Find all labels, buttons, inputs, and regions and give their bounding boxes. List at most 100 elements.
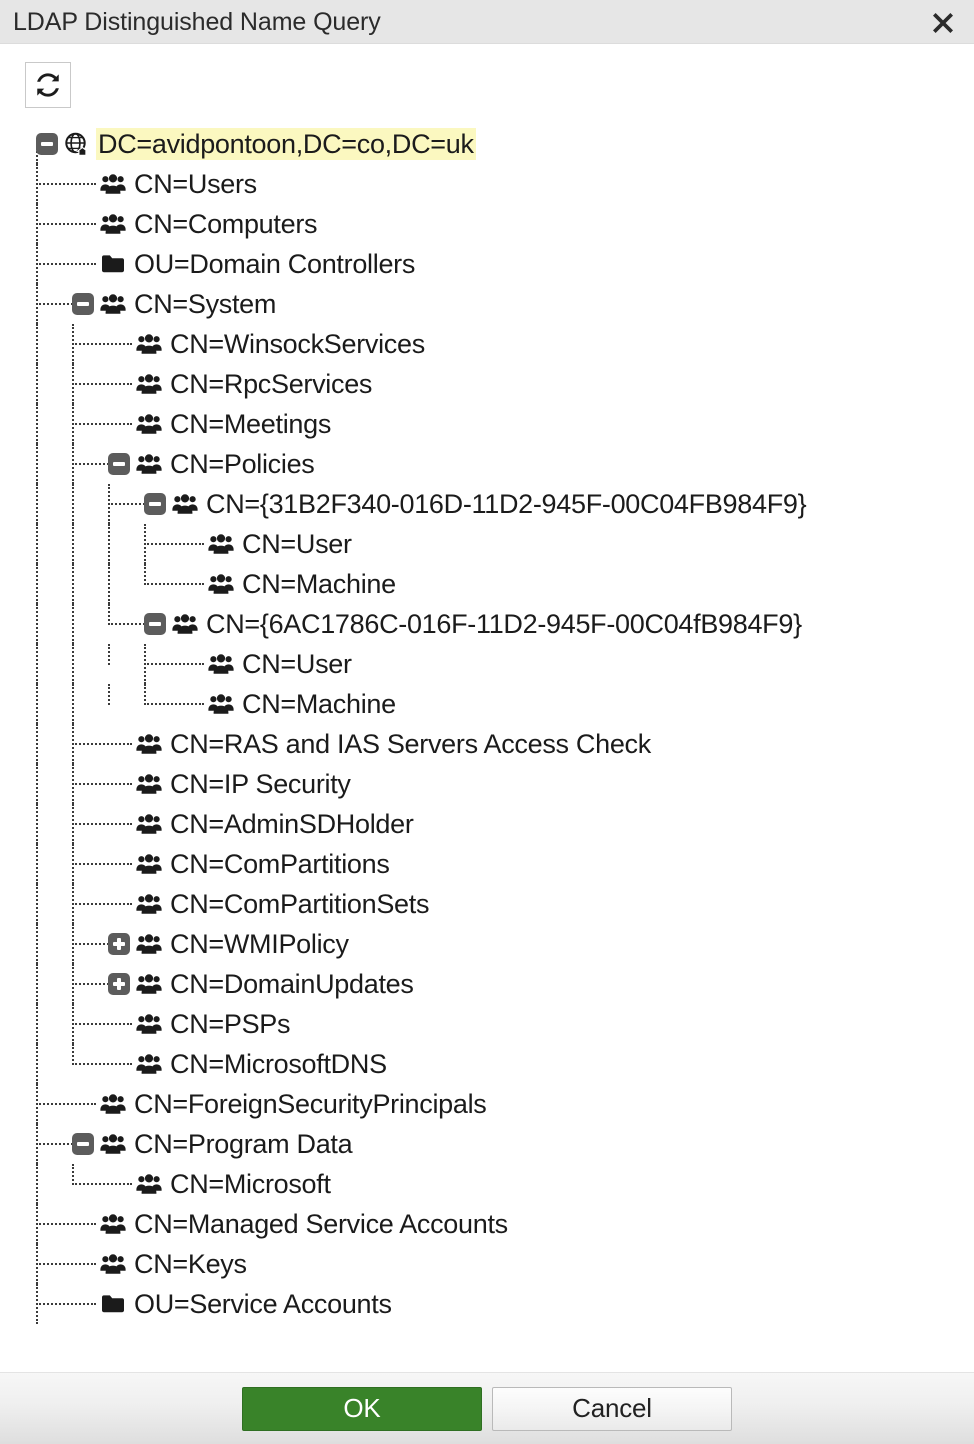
tree-indent (28, 964, 112, 1004)
tree-node-label[interactable]: CN=ComPartitions (170, 849, 390, 879)
tree-node-label[interactable]: CN=RAS and IAS Servers Access Check (170, 729, 651, 759)
tree-node-label[interactable]: CN=Machine (242, 689, 396, 719)
tree-node[interactable]: CN={6AC1786C-016F-11D2-945F-00C04fB984F9… (28, 604, 974, 644)
tree-indent (28, 204, 96, 244)
collapse-toggle-icon[interactable] (144, 613, 166, 635)
tree-node[interactable]: CN=MicrosoftDNS (28, 1044, 974, 1084)
tree-node[interactable]: CN=User (28, 644, 974, 684)
tree-node[interactable]: CN=PSPs (28, 1004, 974, 1044)
tree-node-label[interactable]: CN=Program Data (134, 1129, 353, 1159)
tree-node-label[interactable]: CN=Managed Service Accounts (134, 1209, 508, 1239)
tree-node[interactable]: CN=User (28, 524, 974, 564)
tree-indent (28, 804, 132, 844)
tree-node[interactable]: OU=Service Accounts (28, 1284, 974, 1324)
tree-node[interactable]: DC=avidpontoon,DC=co,DC=uk (28, 124, 974, 164)
tree-guide-line (72, 484, 74, 524)
tree-node[interactable]: OU=Domain Controllers (28, 244, 974, 284)
tree-node-label[interactable]: CN=ForeignSecurityPrincipals (134, 1089, 487, 1119)
tree-node-label[interactable]: CN=Keys (134, 1249, 247, 1279)
ok-button[interactable]: OK (242, 1386, 482, 1431)
tree-guide-line (108, 684, 110, 705)
folder-icon (100, 1292, 126, 1316)
tree-elbow-line (72, 783, 132, 785)
tree-node-label[interactable]: DC=avidpontoon,DC=co,DC=uk (96, 128, 476, 160)
tree-node-label[interactable]: CN=DomainUpdates (170, 969, 414, 999)
tree-node[interactable]: CN=Computers (28, 204, 974, 244)
tree-node[interactable]: CN=IP Security (28, 764, 974, 804)
tree-indent (28, 564, 204, 604)
tree-guide-line (36, 1004, 38, 1044)
collapse-toggle-icon[interactable] (72, 1133, 94, 1155)
tree-node[interactable]: CN=Users (28, 164, 974, 204)
tree-node-label[interactable]: CN=Machine (242, 569, 396, 599)
tree-elbow-line (36, 1263, 96, 1265)
tree-elbow-line (72, 863, 132, 865)
users-icon (208, 652, 234, 676)
collapse-toggle-icon[interactable] (36, 133, 58, 155)
tree-node[interactable]: CN=ComPartitionSets (28, 884, 974, 924)
tree-node[interactable]: CN=WinsockServices (28, 324, 974, 364)
tree-node[interactable]: CN={31B2F340-016D-11D2-945F-00C04FB984F9… (28, 484, 974, 524)
tree-node[interactable]: CN=ComPartitions (28, 844, 974, 884)
folder-icon (100, 252, 126, 276)
tree-node-label[interactable]: CN=WMIPolicy (170, 929, 349, 959)
collapse-toggle-icon[interactable] (144, 493, 166, 515)
tree-node[interactable]: CN=AdminSDHolder (28, 804, 974, 844)
tree-node[interactable]: CN=Program Data (28, 1124, 974, 1164)
tree-indent (28, 1044, 132, 1084)
tree-node-label[interactable]: CN=User (242, 649, 352, 679)
collapse-toggle-icon[interactable] (72, 293, 94, 315)
tree-node-label[interactable]: CN=AdminSDHolder (170, 809, 414, 839)
tree-guide-line (36, 644, 38, 684)
tree-node[interactable]: CN=RAS and IAS Servers Access Check (28, 724, 974, 764)
tree-node[interactable]: CN=Keys (28, 1244, 974, 1284)
expand-toggle-icon[interactable] (108, 973, 130, 995)
tree-node-label[interactable]: OU=Service Accounts (134, 1289, 392, 1319)
collapse-toggle-icon[interactable] (108, 453, 130, 475)
expand-toggle-icon[interactable] (108, 933, 130, 955)
tree-node-label[interactable]: CN=WinsockServices (170, 329, 425, 359)
refresh-button[interactable] (25, 62, 71, 108)
tree-node-label[interactable]: CN={6AC1786C-016F-11D2-945F-00C04fB984F9… (206, 609, 802, 639)
tree-node[interactable]: CN=Microsoft (28, 1164, 974, 1204)
tree-node-label[interactable]: CN=Policies (170, 449, 315, 479)
tree-node-label[interactable]: CN=Computers (134, 209, 318, 239)
tree-node-label[interactable]: CN=User (242, 529, 352, 559)
tree-node[interactable]: CN=RpcServices (28, 364, 974, 404)
tree-node-label[interactable]: CN=IP Security (170, 769, 351, 799)
tree-node[interactable]: CN=System (28, 284, 974, 324)
tree-guide-line (36, 324, 38, 364)
tree-node-label[interactable]: CN={31B2F340-016D-11D2-945F-00C04FB984F9… (206, 489, 807, 519)
tree-node-label[interactable]: CN=Meetings (170, 409, 332, 439)
tree-node-label[interactable]: CN=MicrosoftDNS (170, 1049, 387, 1079)
tree-node[interactable]: CN=ForeignSecurityPrincipals (28, 1084, 974, 1124)
tree-node[interactable]: CN=Machine (28, 684, 974, 724)
users-icon (136, 972, 162, 996)
tree-node-label[interactable]: CN=PSPs (170, 1009, 291, 1039)
tree-node[interactable]: CN=Machine (28, 564, 974, 604)
tree-node[interactable]: CN=Meetings (28, 404, 974, 444)
users-icon (208, 692, 234, 716)
tree-node[interactable]: CN=Policies (28, 444, 974, 484)
tree-node-label[interactable]: CN=ComPartitionSets (170, 889, 430, 919)
close-icon[interactable] (926, 5, 960, 39)
tree-guide-line (108, 564, 110, 604)
users-icon (172, 492, 198, 516)
tree-node[interactable]: CN=Managed Service Accounts (28, 1204, 974, 1244)
users-icon (136, 772, 162, 796)
tree-node[interactable]: CN=WMIPolicy (28, 924, 974, 964)
tree-elbow-line (144, 703, 204, 705)
tree-node-label[interactable]: CN=RpcServices (170, 369, 373, 399)
tree-indent (28, 364, 132, 404)
cancel-button[interactable]: Cancel (492, 1386, 732, 1431)
tree-indent (28, 644, 204, 684)
users-icon (136, 732, 162, 756)
tree-elbow-line (72, 463, 112, 465)
tree-node-label[interactable]: OU=Domain Controllers (134, 249, 416, 279)
tree-node[interactable]: CN=DomainUpdates (28, 964, 974, 1004)
tree-node-label[interactable]: CN=System (134, 289, 277, 319)
tree-node-label[interactable]: CN=Microsoft (170, 1169, 331, 1199)
tree-node-label[interactable]: CN=Users (134, 169, 257, 199)
